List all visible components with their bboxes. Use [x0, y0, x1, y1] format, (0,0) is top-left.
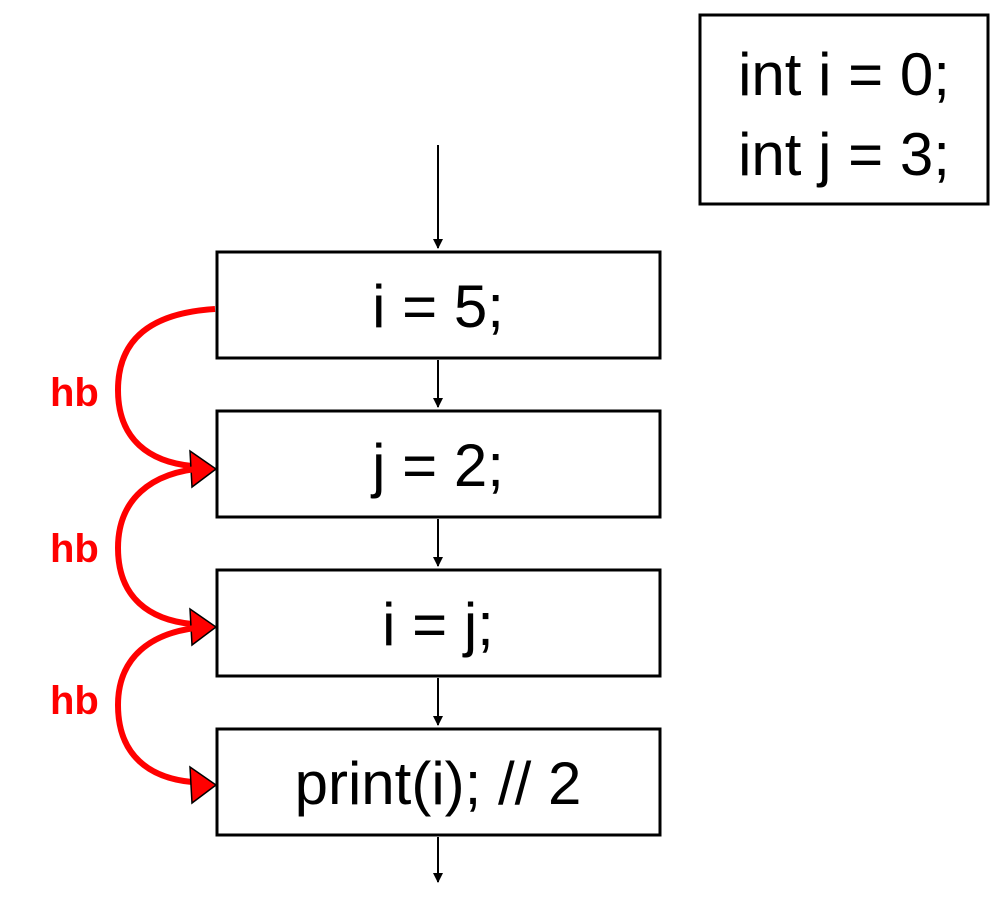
statement-text: print(i); // 2	[295, 750, 582, 817]
hb-label-3: hb	[50, 679, 99, 723]
statement-box-1: i = 5;	[215, 250, 662, 360]
hb-label-2: hb	[50, 527, 99, 571]
statement-text: i = 5;	[372, 273, 504, 340]
statement-text: j = 2;	[370, 432, 504, 499]
statement-box-2: j = 2;	[215, 409, 662, 519]
declarations-box: int i = 0; int j = 3;	[698, 13, 990, 206]
hb-arrow-2	[114, 465, 218, 647]
hb-arrow-3	[114, 624, 218, 805]
declaration-i: int i = 0;	[738, 41, 950, 108]
declaration-j: int j = 3;	[738, 121, 950, 188]
statement-box-4: print(i); // 2	[215, 727, 662, 837]
hb-label-1: hb	[50, 371, 99, 415]
statement-box-3: i = j;	[215, 568, 662, 678]
statement-text: i = j;	[382, 591, 494, 658]
hb-arrow-1	[114, 306, 218, 489]
